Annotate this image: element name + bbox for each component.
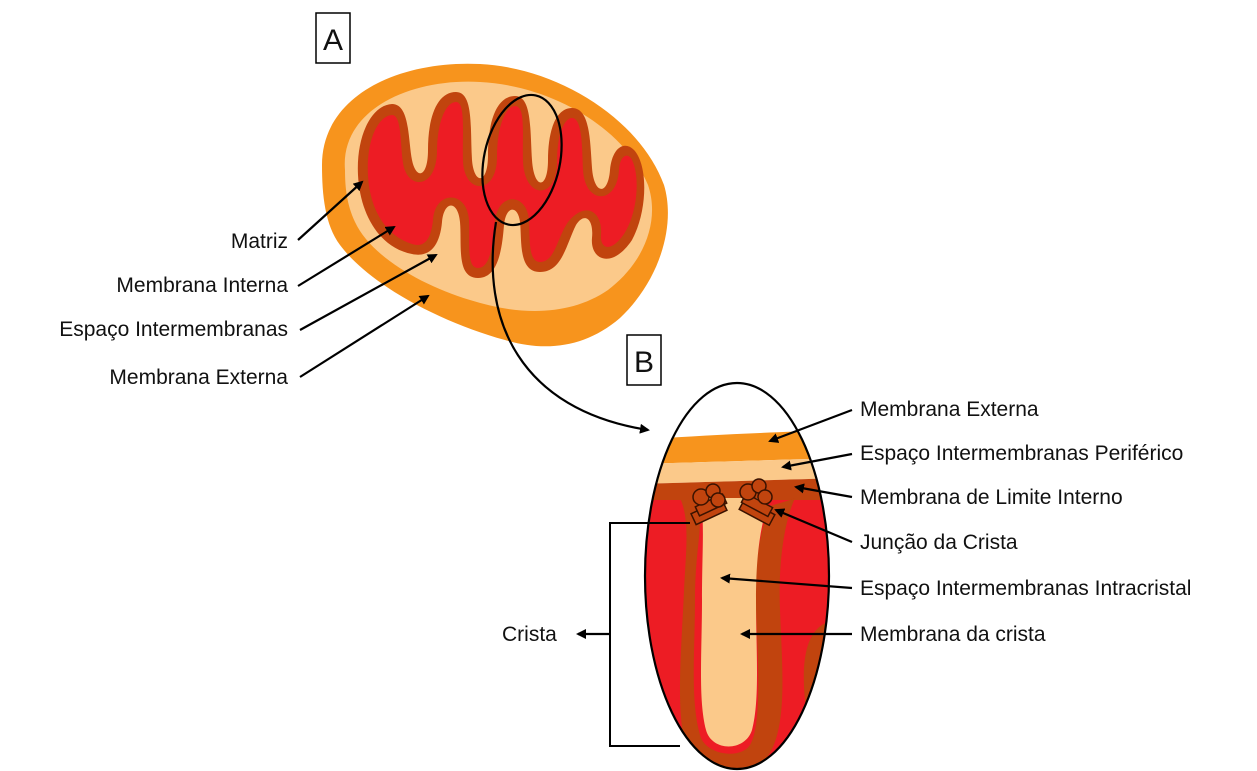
label-membrana-externa-a: Membrana Externa [109,366,288,389]
crista-zoom [640,380,840,771]
label-espaco-periferico: Espaço Intermembranas Periférico [860,442,1183,465]
label-espaco-intracristal: Espaço Intermembranas Intracristal [860,577,1191,600]
label-membrana-externa-b: Membrana Externa [860,398,1039,421]
label-matriz: Matriz [231,230,288,253]
label-espaco-intermembranas: Espaço Intermembranas [59,318,288,341]
label-membrana-interna: Membrana Interna [116,274,288,297]
label-membrana-limite-interno: Membrana de Limite Interno [860,486,1123,509]
arrow-membrana-externa-a [300,296,428,377]
panel-b-label: B [627,335,661,385]
panel-b-text: B [634,346,654,379]
label-juncao-crista: Junção da Crista [860,531,1018,554]
label-crista: Crista [502,623,557,646]
label-membrana-crista: Membrana da crista [860,623,1046,646]
panel-a-text: A [323,24,343,57]
mitochondrion-whole [322,64,668,347]
panel-a-label: A [316,13,350,63]
